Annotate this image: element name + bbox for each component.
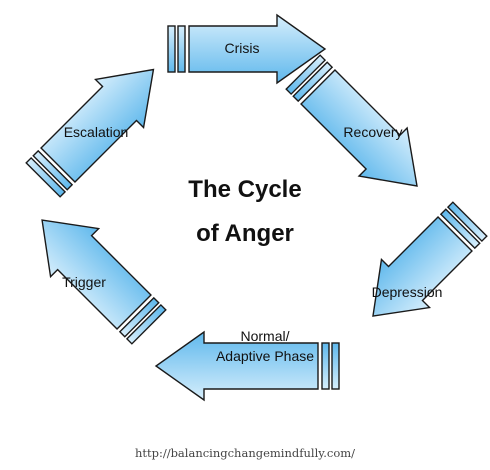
source-url: http://balancingchangemindfully.com/ xyxy=(134,446,356,460)
arrow-trigger-body xyxy=(41,219,152,330)
stage-label-trigger: Trigger xyxy=(62,274,106,290)
arrow-depression xyxy=(372,201,488,317)
center-title-line-2: of Anger xyxy=(196,220,294,247)
arrow-depression-tail-bar xyxy=(439,208,481,250)
stage-label-normal: Adaptive Phase xyxy=(216,348,314,364)
arrow-normal xyxy=(154,330,340,402)
arrow-escalation xyxy=(25,68,155,198)
stage-label-normal: Normal/ xyxy=(240,328,289,344)
stage-label-recovery: Recovery xyxy=(343,124,402,140)
arrow-trigger xyxy=(41,219,167,345)
center-title-line-1: The Cycle xyxy=(188,176,301,203)
arrow-trigger-tail-bar xyxy=(118,296,160,338)
arrow-crisis-tail-bar xyxy=(167,25,176,73)
stage-label-escalation: Escalation xyxy=(64,124,129,140)
arrow-crisis-body xyxy=(188,13,327,85)
arrow-recovery-tail-bar xyxy=(285,54,327,96)
arrow-depression-tail-bar xyxy=(446,201,488,243)
arrow-escalation-tail-bar xyxy=(25,156,67,198)
arrow-crisis-tail-bar xyxy=(177,25,186,73)
arrow-trigger-tail-bar xyxy=(125,303,167,345)
arrow-normal-tail-bar xyxy=(321,342,330,390)
arrow-normal-body xyxy=(154,330,319,402)
arrow-normal-tail-bar xyxy=(331,342,340,390)
arrow-crisis xyxy=(167,13,327,85)
arrow-escalation-tail-bar xyxy=(32,149,74,191)
center-title: The Cycle of Anger xyxy=(188,176,301,247)
stage-label-depression: Depression xyxy=(372,284,443,300)
arrow-recovery-tail-bar xyxy=(292,61,334,103)
stage-label-crisis: Crisis xyxy=(225,40,260,56)
arrow-recovery-body xyxy=(300,69,418,187)
arrow-escalation-body xyxy=(40,68,155,183)
arrow-recovery xyxy=(285,54,418,187)
arrow-depression-body xyxy=(372,216,473,317)
